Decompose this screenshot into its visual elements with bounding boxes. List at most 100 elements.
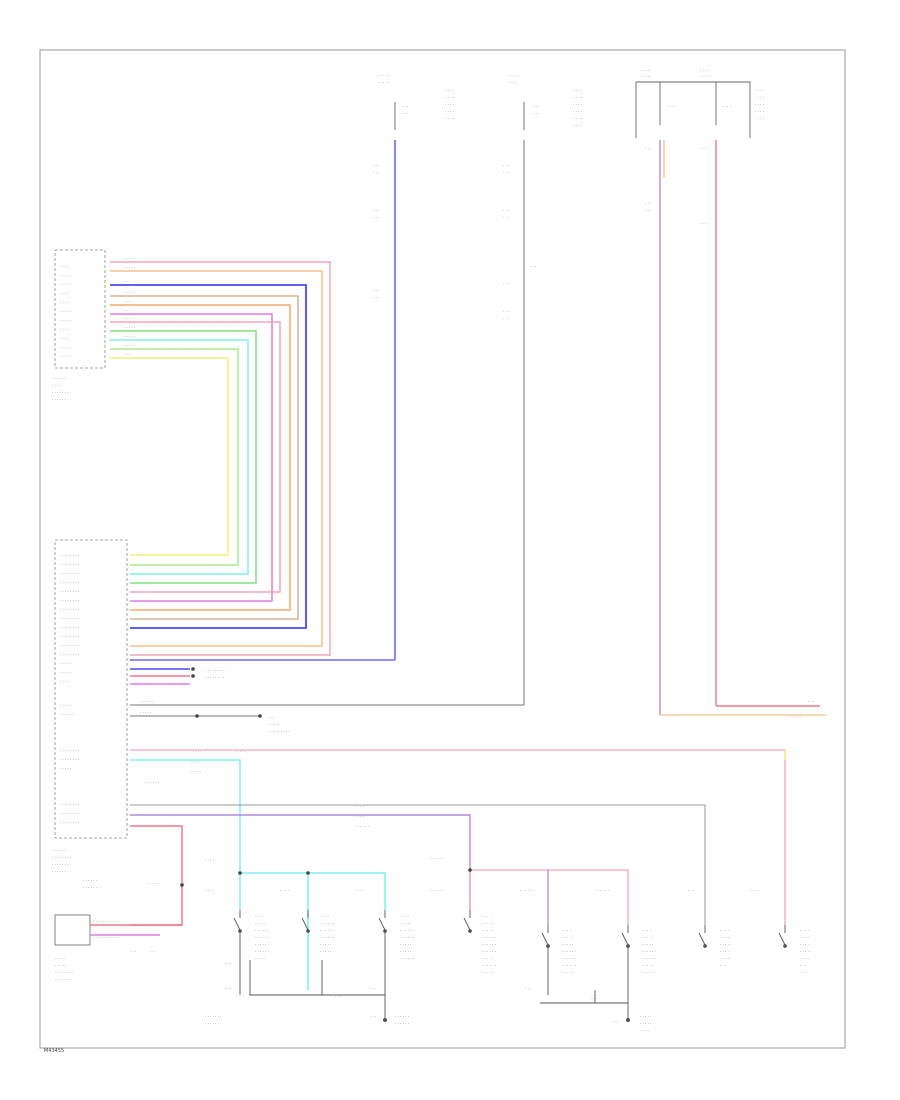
svg-text:· · · · · ·: · · · · · · <box>562 963 576 968</box>
svg-text:· · · · · · · ·: · · · · · · · · <box>60 811 79 816</box>
svg-text:· · ·: · · · <box>402 104 408 109</box>
svg-text:· · ·: · · · <box>700 221 706 226</box>
svg-text:· · · · · ·: · · · · · · <box>255 949 269 954</box>
svg-text:· · · · ·: · · · · · <box>378 80 389 85</box>
svg-text:· · ·: · · · <box>503 215 509 220</box>
wire-orange <box>110 270 323 647</box>
svg-text:· · · · ·: · · · · · <box>720 935 731 940</box>
svg-text:· · · ·: · · · · <box>60 345 69 350</box>
svg-text:· · ·: · · · <box>373 170 379 175</box>
svg-text:· · ·: · · · <box>370 1014 376 1019</box>
svg-text:· · · · · ·: · · · · · · <box>52 376 66 381</box>
wire-cyan <box>110 339 249 575</box>
svg-text:· · · · ·: · · · · · <box>400 942 411 947</box>
svg-text:· · · ·: · · · · <box>280 888 289 893</box>
svg-text:· · ·: · · · <box>124 279 130 284</box>
svg-text:· · · ·: · · · · <box>60 661 69 666</box>
wire-cyan-down <box>130 759 309 990</box>
svg-text:· · · · ·: · · · · · <box>800 949 811 954</box>
svg-text:· · · ·: · · · · <box>755 109 764 114</box>
svg-text:· · · ·: · · · · <box>482 914 491 919</box>
svg-text:· · · · · · · ·: · · · · · · · · <box>60 616 79 621</box>
svg-text:· · · · · · ·: · · · · · · · <box>83 885 100 890</box>
svg-text:· · ·: · · · <box>503 208 509 213</box>
svg-text:· · · · ·: · · · · · <box>235 749 246 754</box>
svg-text:· · · ·: · · · · <box>60 291 69 296</box>
svg-text:· · · · ·: · · · · · <box>790 714 801 719</box>
svg-text:· · · · · · · · · · ·: · · · · · · · · · · · <box>93 919 120 924</box>
svg-text:· · · · ·: · · · · · <box>640 74 651 79</box>
svg-text:· · · · · · · ·: · · · · · · · · <box>205 675 224 680</box>
wire-red-short <box>130 825 183 926</box>
svg-text:· · · · ·: · · · · · <box>268 722 279 727</box>
svg-text:· · · ·: · · · · <box>205 888 214 893</box>
svg-text:· · · · ·: · · · · · <box>720 956 731 961</box>
svg-text:· · ·: · · · <box>533 111 539 116</box>
wire-magenta <box>110 313 273 602</box>
svg-text:· · · ·: · · · · <box>667 104 676 109</box>
svg-text:· · · · ·: · · · · · <box>320 942 331 947</box>
svg-text:· · · · ·: · · · · · <box>60 703 71 708</box>
svg-text:· · · ·: · · · · <box>355 804 364 809</box>
svg-text:· · · · · ·: · · · · · · <box>400 956 414 961</box>
svg-text:· · ·: · · · <box>503 163 509 168</box>
lower-harness: · · · · · · · · · · · · · · · · · · · · … <box>83 749 786 990</box>
svg-text:· · · ·: · · · · <box>573 116 582 121</box>
svg-text:· · · · ·: · · · · · <box>147 881 158 886</box>
svg-text:· · ·: · · · <box>225 961 231 966</box>
svg-text:· · ·: · · · <box>373 215 379 220</box>
svg-text:· · · ·: · · · · <box>720 928 729 933</box>
svg-text:· · · · · ·: · · · · · · <box>320 928 334 933</box>
svg-text:· · · ·: · · · · <box>445 88 454 93</box>
svg-text:· · · · · · ·: · · · · · · · <box>52 390 69 395</box>
svg-text:· · · · · · · ·: · · · · · · · · <box>60 571 79 576</box>
feed-wires: · · · · · · · · · · · · · · · · · · · · … <box>373 140 826 719</box>
svg-text:· · · ·: · · · · <box>60 309 69 314</box>
svg-text:· · · · · · · ·: · · · · · · · · <box>60 652 79 657</box>
wire-pink <box>110 261 331 656</box>
svg-text:· · · · ·: · · · · · <box>124 256 135 261</box>
svg-text:· · · · ·: · · · · · <box>140 710 151 715</box>
svg-text:· · · · · · · ·: · · · · · · · · <box>60 757 79 762</box>
svg-text:· · · ·: · · · · <box>445 102 454 107</box>
diagram-code: M43455 <box>44 1048 64 1054</box>
svg-text:· · · ·: · · · · <box>755 95 764 100</box>
svg-text:· · · · · · · ·: · · · · · · · · <box>60 625 79 630</box>
svg-text:· · ·: · · · <box>150 949 156 954</box>
svg-text:· · ·: · · · <box>124 308 130 313</box>
svg-text:· · ·: · · · <box>612 1019 618 1024</box>
svg-text:· · · · ·: · · · · · <box>255 942 266 947</box>
svg-text:· · · · ·: · · · · · <box>640 68 651 73</box>
svg-text:· · · · · ·: · · · · · · <box>320 921 334 926</box>
svg-text:· · · · · ·: · · · · · · <box>395 1014 409 1019</box>
svg-text:· · ·: · · · <box>645 201 651 206</box>
svg-text:· · · · · · · ·: · · · · · · · · <box>60 589 79 594</box>
svg-text:· · · · · ·: · · · · · · <box>83 878 97 883</box>
svg-text:· · · ·: · · · · <box>445 109 454 114</box>
svg-text:· · · ·: · · · · <box>445 116 454 121</box>
wire-purple-long <box>130 814 471 910</box>
svg-text:· · · · ·: · · · · · <box>255 921 266 926</box>
svg-text:· · · · ·: · · · · · <box>640 1014 651 1019</box>
wire-orange-2 <box>110 304 291 611</box>
svg-text:· · ·: · · · <box>130 949 136 954</box>
svg-text:· · · · ·: · · · · · <box>124 265 135 270</box>
svg-text:· · · · · ·: · · · · · · <box>400 935 414 940</box>
svg-text:· · · ·: · · · · <box>320 914 329 919</box>
svg-text:· · · ·: · · · · <box>573 123 582 128</box>
diagram-frame <box>39 49 846 1049</box>
svg-text:· · ·: · · · <box>645 146 651 151</box>
svg-text:· · · · · ·: · · · · · · <box>562 956 576 961</box>
svg-text:· · · ·: · · · · <box>60 679 69 684</box>
svg-text:· · · · · · · ·: · · · · · · · · <box>60 643 79 648</box>
svg-text:· · · · · · · · · · ·: · · · · · · · · · · · <box>93 935 120 940</box>
svg-text:· · ·: · · · <box>645 208 651 213</box>
svg-text:· · · ·: · · · · <box>60 273 69 278</box>
svg-text:· · · · · ·: · · · · · · <box>642 949 656 954</box>
svg-text:· · · ·: · · · · <box>400 914 409 919</box>
svg-text:· · · · ·: · · · · · <box>190 769 201 774</box>
svg-text:· · ·: · · · <box>503 309 509 314</box>
svg-text:· · · · ·: · · · · · <box>720 942 731 947</box>
svg-text:· · · · · ·: · · · · · · <box>640 1021 654 1026</box>
svg-text:· · ·: · · · <box>530 264 536 269</box>
